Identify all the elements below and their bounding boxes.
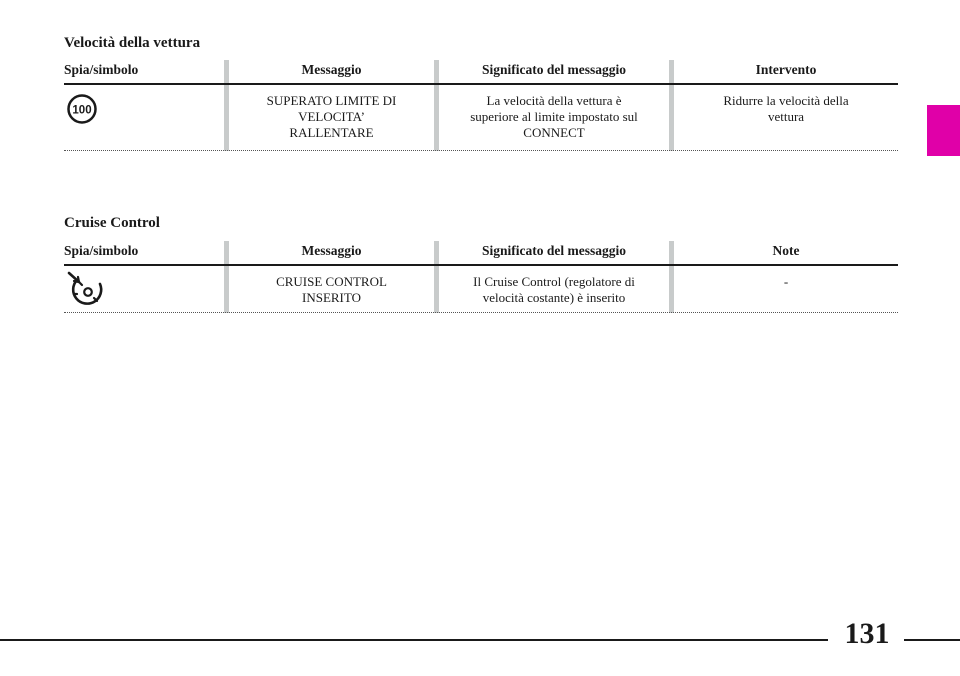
header-message: Messaggio — [301, 62, 362, 77]
header-action: Intervento — [755, 62, 817, 77]
header-symbol: Spia/simbolo — [64, 243, 139, 258]
header-rule — [64, 83, 898, 85]
meaning-text: Il Cruise Control (regolatore di velocit… — [439, 274, 669, 306]
table-header: Spia/simbolo Messaggio Significato del m… — [64, 241, 898, 263]
column-separator — [434, 60, 439, 151]
table-row: 100 SUPERATO LIMITE DI VELOCITA’ RALLENT… — [64, 85, 898, 151]
meaning-text: La velocità della vettura è superiore al… — [439, 93, 669, 141]
section-title-speed: Velocità della vettura — [64, 35, 201, 51]
meaning-line: Il Cruise Control (regolatore di — [473, 274, 635, 289]
meaning-line: CONNECT — [523, 125, 585, 140]
column-separator — [669, 60, 674, 151]
header-note: Note — [772, 243, 800, 258]
section-title-cruise: Cruise Control — [64, 215, 160, 231]
column-separator — [669, 241, 674, 313]
action-text: Ridurre la velocità della vettura — [674, 93, 898, 125]
footer-rule-left — [0, 639, 828, 641]
note-line: - — [783, 274, 789, 289]
message-line: INSERITO — [302, 290, 361, 305]
speed-limit-100-icon: 100 — [67, 94, 97, 124]
meaning-line: superiore al limite impostato sul — [470, 109, 638, 124]
column-separator — [224, 241, 229, 313]
action-line: Ridurre la velocità della — [723, 93, 849, 108]
header-meaning: Significato del messaggio — [482, 62, 626, 77]
meaning-line: velocità costante) è inserito — [482, 290, 626, 305]
column-separator — [224, 60, 229, 151]
header-message: Messaggio — [301, 243, 362, 258]
cruise-table: Spia/simbolo Messaggio Significato del m… — [64, 241, 898, 313]
table-row: CRUISE CONTROL INSERITO Il Cruise Contro… — [64, 266, 898, 313]
speed-table: Spia/simbolo Messaggio Significato del m… — [64, 60, 898, 151]
cruise-control-icon — [67, 271, 103, 305]
message-line: VELOCITA’ — [298, 109, 365, 124]
row-rule — [64, 150, 898, 151]
row-rule — [64, 312, 898, 313]
chapter-tab — [927, 105, 960, 156]
header-symbol: Spia/simbolo — [64, 62, 139, 77]
message-text: SUPERATO LIMITE DI VELOCITA’ RALLENTARE — [234, 93, 429, 141]
note-text: - — [674, 274, 898, 290]
message-line: SUPERATO LIMITE DI — [266, 93, 397, 108]
message-text: CRUISE CONTROL INSERITO — [234, 274, 429, 306]
table-header: Spia/simbolo Messaggio Significato del m… — [64, 60, 898, 82]
svg-text:100: 100 — [72, 105, 91, 117]
column-separator — [434, 241, 439, 313]
page-number: 131 — [844, 617, 890, 650]
footer-rule-right — [904, 639, 960, 641]
action-line: vettura — [767, 109, 805, 124]
message-line: RALLENTARE — [289, 125, 374, 140]
meaning-line: La velocità della vettura è — [486, 93, 622, 108]
header-meaning: Significato del messaggio — [482, 243, 626, 258]
message-line: CRUISE CONTROL — [276, 274, 387, 289]
header-rule — [64, 264, 898, 266]
